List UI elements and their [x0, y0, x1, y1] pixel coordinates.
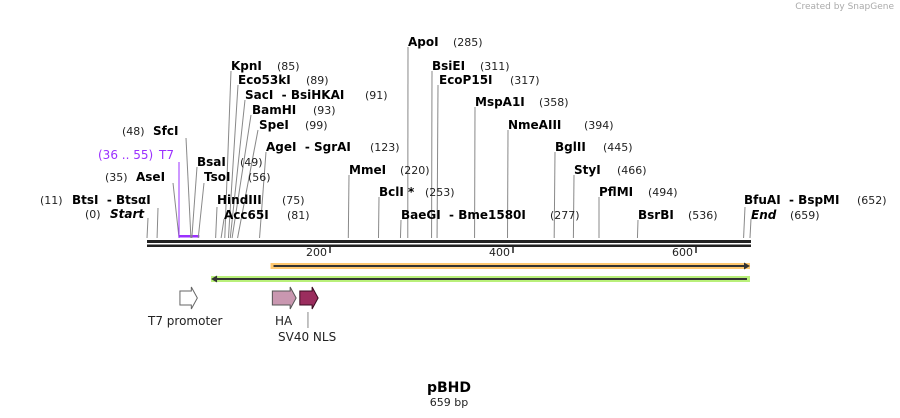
- primer-t7-bar[interactable]: [178, 235, 200, 238]
- site-name-asei[interactable]: AseI: [136, 170, 165, 184]
- site-line-bglii: [553, 151, 556, 239]
- site-position-tsoi: (56): [248, 171, 271, 184]
- sequence-backbone: [147, 240, 751, 247]
- feature-arrow-t7-promoter[interactable]: [179, 286, 198, 310]
- site-position-bsiei: (311): [480, 60, 510, 73]
- site-name-bglii[interactable]: BglII: [555, 140, 586, 154]
- site-line-bamhi: [231, 114, 252, 239]
- site-name-acc65i[interactable]: Acc65I: [224, 208, 269, 222]
- site-name-mspa1i[interactable]: MspA1I: [475, 95, 525, 109]
- site-position-mspa1i: (358): [539, 96, 569, 109]
- site-position-btsi-bts-i: (11): [40, 194, 63, 207]
- bottom-strand: [147, 244, 751, 247]
- site-line-eco53ki: [227, 84, 239, 239]
- site-position-ecop15i: (317): [510, 74, 540, 87]
- site-position-kpni: (85): [277, 60, 300, 73]
- site-name-bsrbi[interactable]: BsrBI: [638, 208, 674, 222]
- site-line-bsai: [191, 166, 198, 239]
- site-position-bfuai-bspmi: (652): [857, 194, 887, 207]
- site-name-end[interactable]: End: [751, 208, 777, 222]
- site-line-baegi-bme1580i: [399, 219, 402, 239]
- site-position-mmei: (220): [400, 164, 430, 177]
- site-position-styi: (466): [617, 164, 647, 177]
- feature-label-sv40-nls: SV40 NLS: [278, 330, 336, 344]
- site-name-start[interactable]: Start: [110, 207, 145, 221]
- site-position-nmeaiii: (394): [584, 119, 614, 132]
- site-position-bcli: (253): [425, 186, 455, 199]
- site-position-asei: (35): [105, 171, 128, 184]
- site-position-hindiii: (75): [282, 194, 305, 207]
- site-position-sfci: (48): [122, 125, 145, 138]
- site-name-eco53ki[interactable]: Eco53kI: [238, 73, 291, 87]
- site-name-baegi-bme1580i[interactable]: BaeGI - Bme1580I: [401, 208, 526, 222]
- site-position-eco53ki: (89): [306, 74, 329, 87]
- site-name-kpni[interactable]: KpnI: [231, 59, 262, 73]
- site-line-start: [146, 217, 149, 239]
- site-name-agei-sgrai[interactable]: AgeI - SgrAI: [266, 140, 351, 154]
- site-position-start: (0): [85, 208, 101, 221]
- site-position-apoi: (285): [453, 36, 483, 49]
- top-strand: [147, 240, 751, 243]
- feature-arrow-ha[interactable]: [271, 286, 297, 310]
- site-name-bfuai-bspmi[interactable]: BfuAI - BspMI: [744, 193, 839, 207]
- site-line-styi: [572, 174, 575, 239]
- site-position-spei: (99): [305, 119, 328, 132]
- site-line-hindiii: [215, 206, 218, 239]
- site-name-bsai[interactable]: BsaI: [197, 155, 226, 169]
- site-position-baegi-bme1580i: (277): [550, 209, 580, 222]
- site-line-spei: [237, 129, 259, 239]
- map-title: pBHD: [427, 380, 471, 396]
- site-position-t7: (36 .. 55): [98, 148, 153, 162]
- site-position-bsrbi: (536): [688, 209, 718, 222]
- site-line-bfuai-bspmi: [743, 206, 746, 239]
- site-line-ecop15i: [436, 84, 439, 239]
- site-line-sfci: [185, 137, 192, 239]
- site-line-agei-sgrai: [259, 151, 267, 239]
- site-name-ecop15i[interactable]: EcoP15I: [439, 73, 493, 87]
- site-name-sfci[interactable]: SfcI: [153, 124, 178, 138]
- tick-label: 600: [672, 246, 693, 259]
- site-line-tsoi: [197, 182, 205, 239]
- map-length: 659 bp: [430, 396, 468, 409]
- site-position-saci-bsihkai: (91): [365, 89, 388, 102]
- site-line-acc65i: [220, 218, 225, 239]
- site-name-bsiei[interactable]: BsiEI: [432, 59, 465, 73]
- site-position-agei-sgrai: (123): [370, 141, 400, 154]
- site-line-bsrbi: [636, 219, 639, 239]
- site-name-styi[interactable]: StyI: [574, 163, 601, 177]
- site-line-end: [749, 218, 752, 239]
- site-name-t7[interactable]: T7: [158, 148, 174, 162]
- site-name-tsoi[interactable]: TsoI: [204, 170, 230, 184]
- site-position-bsai: (49): [240, 156, 263, 169]
- site-position-pflmi: (494): [648, 186, 678, 199]
- site-name-bcli[interactable]: BclI *: [379, 185, 415, 199]
- site-name-btsi-bts-i[interactable]: BtsI - BtsαI: [72, 193, 151, 207]
- orf-arrow-reverse[interactable]: [211, 275, 750, 283]
- site-line-asei: [172, 182, 180, 239]
- site-position-end: (659): [790, 209, 820, 222]
- site-position-bglii: (445): [603, 141, 633, 154]
- feature-label-ha: HA: [275, 314, 293, 328]
- site-name-spei[interactable]: SpeI: [259, 118, 289, 132]
- site-line-kpni: [224, 70, 232, 239]
- feature-label-t7-promoter: T7 promoter: [147, 314, 223, 328]
- site-line-mmei: [347, 174, 350, 239]
- site-line-btsi-bts-i: [156, 207, 159, 239]
- orf-arrow-forward[interactable]: [270, 262, 750, 270]
- site-name-bamhi[interactable]: BamHI: [252, 103, 296, 117]
- feature-arrow-sv40-nls[interactable]: [299, 286, 319, 310]
- site-name-apoi[interactable]: ApoI: [408, 35, 439, 49]
- site-position-bamhi: (93): [313, 104, 336, 117]
- tick-label: 200: [306, 246, 327, 259]
- tick-label: 400: [489, 246, 510, 259]
- site-name-mmei[interactable]: MmeI: [349, 163, 386, 177]
- site-name-hindiii[interactable]: HindIII: [217, 193, 262, 207]
- site-position-acc65i: (81): [287, 209, 310, 222]
- site-name-saci-bsihkai[interactable]: SacI - BsiHKAI: [245, 88, 344, 102]
- site-line-bcli: [377, 196, 380, 239]
- snapgene-credit: Created by SnapGene: [795, 2, 894, 12]
- site-name-nmeaiii[interactable]: NmeAIII: [508, 118, 561, 132]
- site-name-pflmi[interactable]: PflMI: [599, 185, 633, 199]
- site-line-saci-bsihkai: [229, 99, 246, 239]
